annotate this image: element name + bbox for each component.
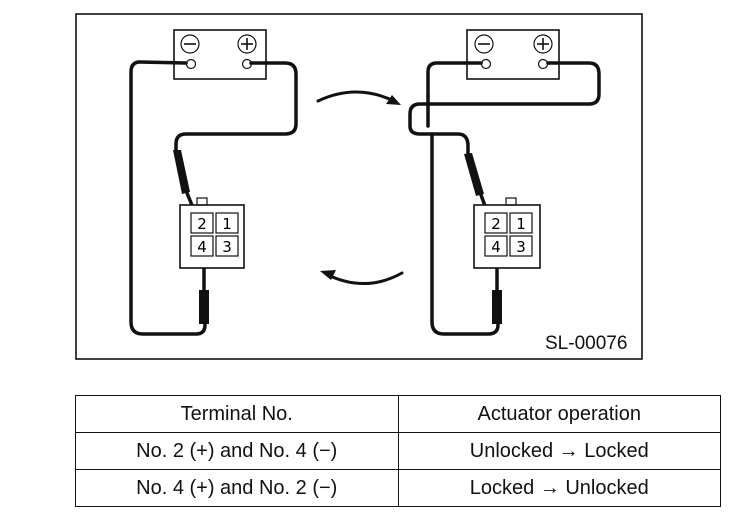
terminal-4-label: 4 <box>491 238 501 256</box>
terminal-3-label: 3 <box>222 238 232 256</box>
wire-right-positive <box>408 61 601 158</box>
battery-right <box>466 29 560 80</box>
connector-right: 2 1 4 3 <box>473 197 541 269</box>
table-row: No. 2 (+) and No. 4 (−) Unlocked → Locke… <box>75 432 721 470</box>
wire-left-positive <box>174 61 298 154</box>
cell-operation: Unlocked → Locked <box>397 432 721 470</box>
table-row: No. 4 (+) and No. 2 (−) Locked → Unlocke… <box>75 469 721 507</box>
left-assembly: 2 1 4 3 <box>129 29 298 336</box>
battery-left <box>173 29 267 80</box>
diagram-border <box>75 13 643 360</box>
probe-left-lower <box>199 290 209 324</box>
terminal-1-label: 1 <box>516 215 526 233</box>
wiring-diagram: 2 1 4 3 <box>75 13 643 360</box>
cell-operation: Locked → Unlocked <box>397 469 721 507</box>
connector-left: 2 1 4 3 <box>179 197 245 269</box>
table-header-row: Terminal No. Actuator operation <box>75 395 721 433</box>
wire-left-negative <box>129 60 207 336</box>
terminal-2-label: 2 <box>491 215 501 233</box>
probe-left-upper <box>173 150 190 194</box>
reference-code: SL-00076 <box>545 333 628 354</box>
cell-terminal: No. 4 (+) and No. 2 (−) <box>75 469 399 507</box>
probe-right-lower <box>492 290 502 324</box>
terminal-1-label: 1 <box>222 215 232 233</box>
terminal-4-label: 4 <box>197 238 207 256</box>
operation-table: Terminal No. Actuator operation No. 2 (+… <box>75 395 721 507</box>
header-terminal-no: Terminal No. <box>75 395 399 433</box>
cell-terminal: No. 2 (+) and No. 4 (−) <box>75 432 399 470</box>
terminal-2-label: 2 <box>197 215 207 233</box>
arrow-top <box>316 90 396 103</box>
cycle-arrows <box>316 90 404 285</box>
header-actuator-operation: Actuator operation <box>397 395 721 433</box>
arrow-bottom <box>326 271 404 285</box>
probe-right-upper <box>464 153 484 196</box>
terminal-3-label: 3 <box>516 238 526 256</box>
right-assembly: 2 1 4 3 <box>408 29 601 336</box>
wire-right-negative <box>426 61 500 336</box>
